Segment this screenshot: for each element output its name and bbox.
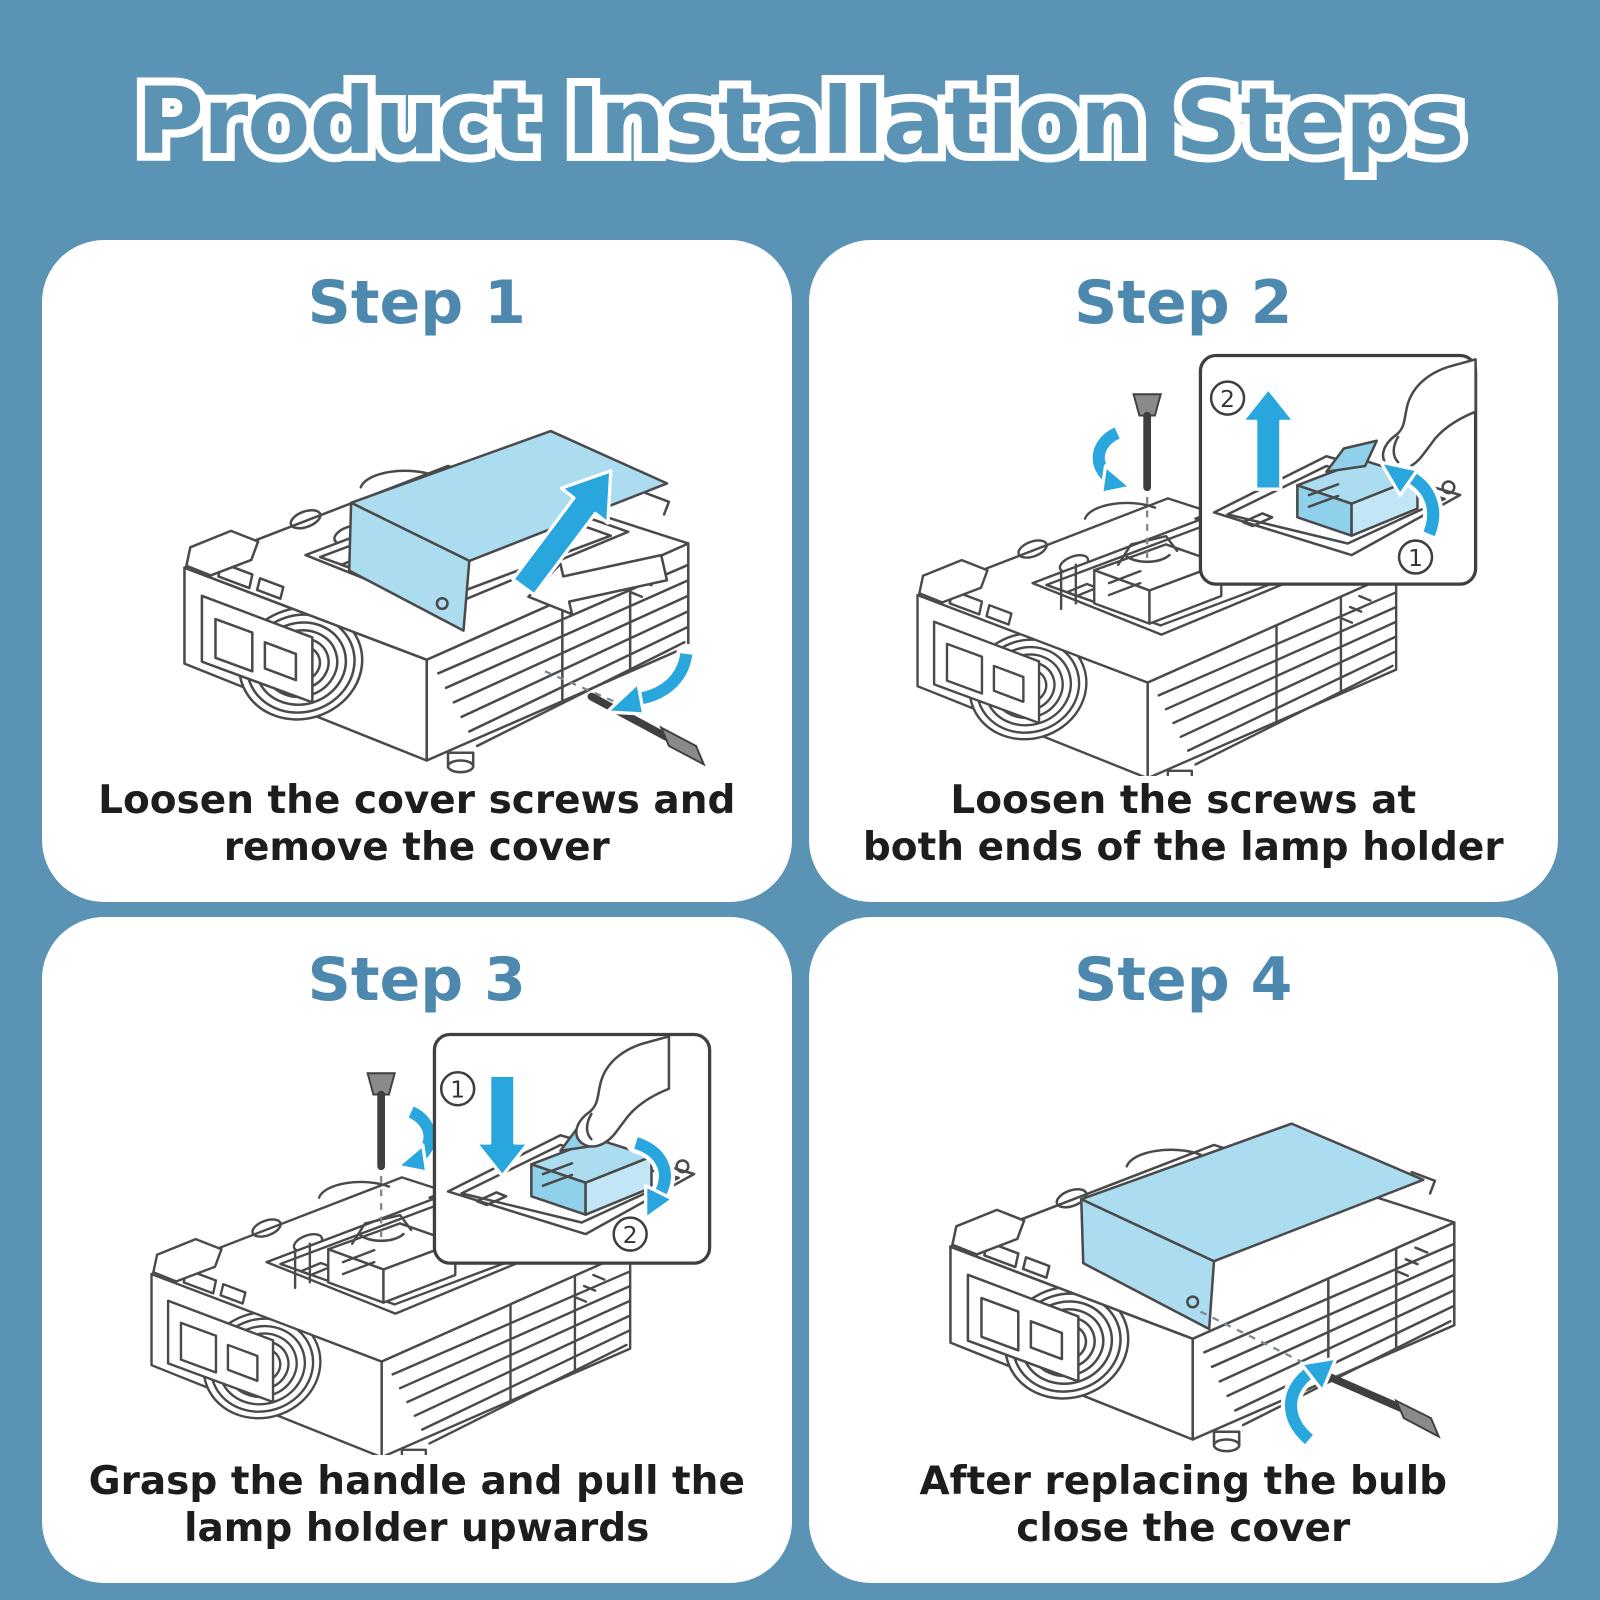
step-3-caption: Grasp the handle and pull the lamp holde… — [89, 1459, 745, 1553]
inset-detail-box: 1 2 — [432, 1033, 712, 1266]
screwdriver-icon — [1132, 393, 1163, 492]
step-1-figure — [42, 338, 792, 778]
step-2-heading: Step 2 — [1074, 268, 1293, 338]
screw-hole-mark — [1123, 554, 1171, 564]
panel-step-1: Step 1 — [42, 240, 792, 902]
cover-screw-hole — [1186, 1295, 1200, 1309]
lift-up-arrow-icon — [511, 469, 613, 597]
rotate-curved-arrow-icon — [625, 1133, 675, 1221]
caption-line: Loosen the cover screws and — [98, 778, 736, 824]
page-title: Product Installation Steps Product Insta… — [0, 52, 1600, 192]
inset-detail-box: 2 1 — [1199, 354, 1478, 587]
screw-hole-mark — [357, 1233, 405, 1243]
hand-icon — [1382, 358, 1478, 471]
step-1-caption: Loosen the cover screws and remove the c… — [98, 778, 735, 872]
badge-number: 1 — [450, 1077, 465, 1104]
caption-line: close the cover — [1016, 1506, 1351, 1552]
slide-arrow-icon — [526, 554, 668, 616]
circle-badge — [612, 1216, 648, 1253]
steps-grid: Step 1 — [42, 240, 1558, 1583]
screw-guide-dashes — [544, 670, 635, 712]
panel-step-2: Step 2 — [808, 240, 1559, 902]
step-2-caption: Loosen the screws at both ends of the la… — [863, 778, 1504, 872]
cover-screw-hole — [435, 597, 449, 611]
screw-in-curved-arrow-icon — [1281, 1356, 1338, 1450]
step-4-heading: Step 4 — [1074, 945, 1293, 1015]
caption-line: Loosen the screws at — [950, 778, 1417, 824]
caption-line: both ends of the lamp holder — [862, 825, 1504, 871]
step-1-heading: Step 1 — [307, 268, 526, 338]
lamp-cover-lifted — [347, 430, 668, 633]
badge-number: 2 — [1220, 386, 1235, 413]
circle-badge — [439, 1071, 476, 1107]
step-3-figure: 1 2 — [42, 1015, 792, 1459]
caption-line: Grasp the handle and pull the — [88, 1459, 745, 1505]
step-1-illustration — [182, 430, 706, 774]
rotate-curved-arrow-icon — [1379, 460, 1444, 545]
page-title-outline: Product Installation Steps — [128, 60, 1472, 183]
lamp-cover-closed — [1080, 1122, 1425, 1331]
step-2-illustration: 2 1 — [916, 354, 1478, 777]
panel-step-4: Step 4 — [808, 917, 1559, 1583]
tighten-curved-arrow-icon — [395, 1102, 440, 1174]
step-4-illustration — [949, 1122, 1456, 1453]
hand-icon — [574, 1035, 670, 1148]
unscrew-curved-arrow-icon — [605, 643, 697, 716]
panel-step-3: Step 3 — [42, 917, 792, 1583]
step-4-figure — [809, 1015, 1559, 1459]
pull-up-arrow-icon — [1240, 387, 1297, 492]
step-3-illustration: 1 2 — [150, 1033, 712, 1456]
push-down-arrow-icon — [474, 1073, 530, 1178]
badge-number: 2 — [623, 1222, 638, 1249]
caption-line: remove the cover — [223, 825, 610, 871]
step-2-figure: 2 1 — [809, 338, 1559, 778]
lamp-handle — [1325, 439, 1379, 474]
circle-badge — [1398, 539, 1434, 575]
step-4-caption: After replacing the bulb close the cover — [920, 1459, 1448, 1553]
screwdriver-icon — [366, 1072, 396, 1171]
circle-badge — [1210, 380, 1246, 417]
caption-line: lamp holder upwards — [184, 1506, 650, 1552]
caption-line: After replacing the bulb — [919, 1459, 1448, 1505]
screwdriver-icon — [1322, 1371, 1441, 1439]
unscrew-curved-arrow-icon — [1088, 423, 1133, 495]
page-title-text: Product Installation Steps — [136, 68, 1464, 175]
badge-number: 1 — [1408, 545, 1423, 572]
step-3-heading: Step 3 — [307, 945, 526, 1015]
screwdriver-icon — [587, 692, 706, 767]
